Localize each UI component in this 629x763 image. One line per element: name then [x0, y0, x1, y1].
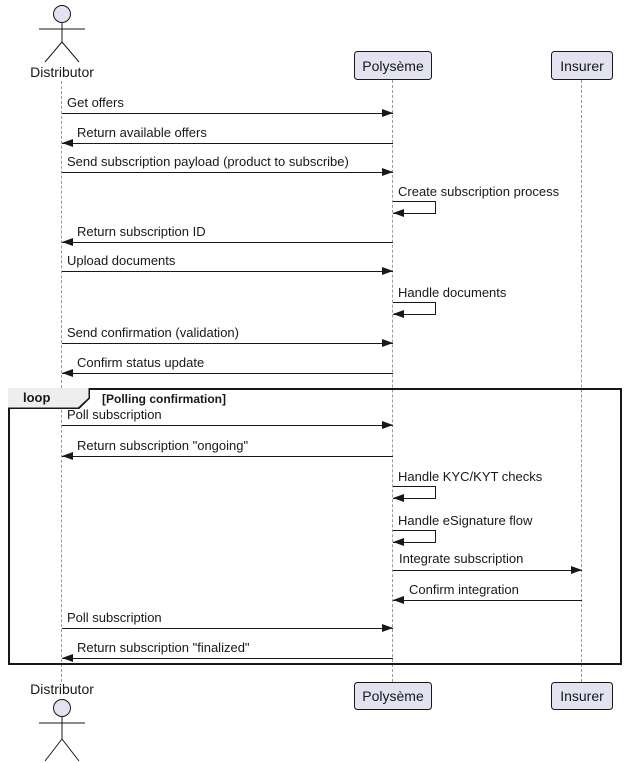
participant-box-polyseme-bottom: Polysème	[354, 682, 432, 710]
message-arrow	[62, 113, 393, 114]
message-label: Get offers	[67, 95, 124, 110]
message-arrow	[62, 242, 393, 243]
arrowhead-right-icon	[382, 109, 393, 117]
self-message-arrow	[393, 530, 436, 543]
message-label: Handle eSignature flow	[398, 513, 533, 528]
self-message-arrow	[393, 486, 436, 499]
lifeline-distributor	[61, 81, 62, 682]
loop-fragment: loop [Polling confirmation]	[8, 388, 622, 665]
message-arrow	[62, 658, 393, 659]
arrowhead-right-icon	[382, 339, 393, 347]
lifeline-insurer	[581, 80, 582, 682]
message-label: Send confirmation (validation)	[67, 325, 239, 340]
message-arrow	[62, 271, 393, 272]
message-label: Confirm integration	[409, 582, 519, 597]
message-arrow	[62, 628, 393, 629]
message-arrow	[62, 143, 393, 144]
message-label: Poll subscription	[67, 610, 162, 625]
message-label: Poll subscription	[67, 407, 162, 422]
message-label: Confirm status update	[77, 355, 205, 370]
message-label: Return subscription ID	[77, 224, 206, 239]
actor-icon	[39, 699, 85, 762]
message-arrow	[62, 425, 393, 426]
arrowhead-right-icon	[382, 624, 393, 632]
participant-box-insurer-bottom: Insurer	[551, 682, 613, 710]
loop-condition-label: [Polling confirmation]	[102, 392, 226, 406]
arrowhead-left-icon	[62, 654, 73, 662]
message-arrow	[393, 600, 582, 601]
participant-box-insurer-top: Insurer	[551, 51, 613, 80]
actor-icon	[39, 5, 85, 63]
message-label: Create subscription process	[398, 184, 560, 199]
message-arrow	[62, 373, 393, 374]
message-label: Return subscription "ongoing"	[77, 438, 249, 453]
arrowhead-right-icon	[382, 168, 393, 176]
arrowhead-right-icon	[571, 566, 582, 574]
arrowhead-left-icon	[393, 310, 404, 318]
message-label: Integrate subscription	[399, 551, 524, 566]
message-arrow	[62, 172, 393, 173]
participant-box-polyseme-top: Polysème	[354, 51, 432, 80]
arrowhead-right-icon	[382, 421, 393, 429]
loop-operator-tab: loop	[8, 388, 90, 409]
message-label: Return available offers	[77, 125, 207, 140]
message-arrow	[62, 343, 393, 344]
arrowhead-left-icon	[62, 369, 73, 377]
arrowhead-left-icon	[62, 238, 73, 246]
self-message-arrow	[393, 302, 436, 315]
arrowhead-left-icon	[62, 139, 73, 147]
self-message-arrow	[393, 201, 436, 214]
arrowhead-left-icon	[62, 452, 73, 460]
message-label: Send subscription payload (product to su…	[67, 154, 349, 169]
actor-label-distributor-top: Distributor	[30, 64, 94, 80]
lifeline-polyseme	[392, 80, 393, 682]
arrowhead-left-icon	[393, 596, 404, 604]
message-arrow	[393, 570, 582, 571]
message-label: Handle KYC/KYT checks	[398, 469, 543, 484]
arrowhead-left-icon	[393, 494, 404, 502]
loop-operator-label: loop	[23, 390, 51, 406]
message-label: Handle documents	[398, 285, 507, 300]
message-label: Return subscription "finalized"	[77, 640, 250, 655]
arrowhead-left-icon	[393, 209, 404, 217]
arrowhead-left-icon	[393, 538, 404, 546]
actor-label-distributor-bottom: Distributor	[30, 681, 94, 697]
arrowhead-right-icon	[382, 267, 393, 275]
message-label: Upload documents	[67, 253, 176, 268]
message-arrow	[62, 456, 393, 457]
